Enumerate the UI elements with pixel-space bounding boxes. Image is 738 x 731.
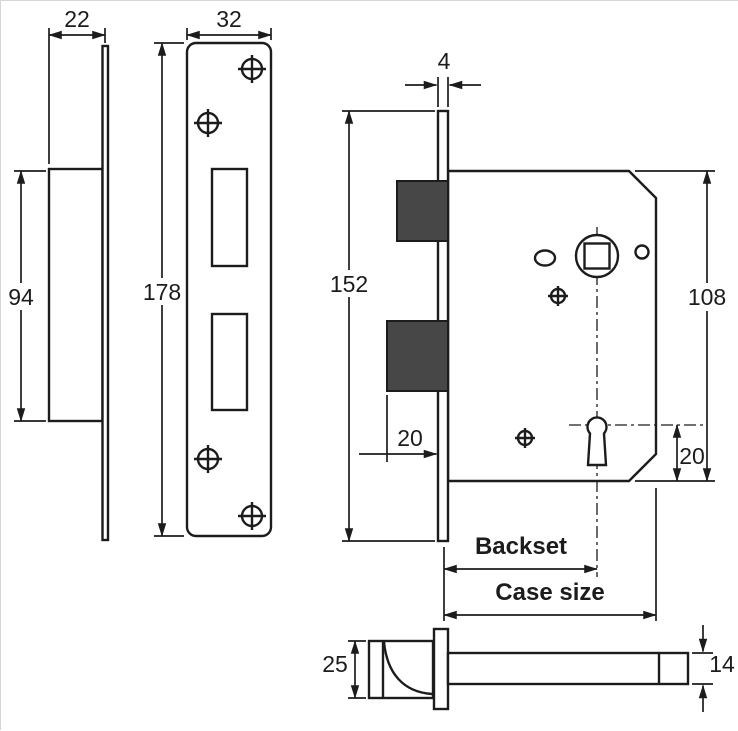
strike-plate-face: [185, 41, 273, 538]
dim-94-text-bg: [6, 283, 36, 310]
fixing-hole: [634, 244, 650, 260]
strike-plate-edge: [101, 44, 110, 542]
dead-bolt: [386, 320, 449, 392]
dim-20-throw-text: 20: [397, 425, 423, 451]
screw-hole-symbol: [194, 445, 222, 473]
screw-hole-symbol: [515, 428, 535, 448]
dim-178-text: 178: [143, 279, 181, 305]
lock-case-view: 4 152 20 108 20 Backset Case size: [326, 48, 730, 621]
case-size-label: Case size: [495, 579, 604, 606]
bolt-shaft: [446, 651, 690, 686]
dim-152-text: 152: [330, 271, 368, 297]
bolt-faceplate-section: [432, 627, 450, 711]
spindle-square-hole: [583, 242, 611, 270]
dim-108-text: 108: [688, 284, 726, 310]
screw-hole-symbol: [548, 286, 568, 306]
latch-aperture: [210, 167, 249, 268]
strike-dust-box: [47, 167, 104, 423]
dim-20-bottom-text: 20: [679, 443, 705, 469]
dim-4-text: 4: [438, 48, 451, 74]
bolt-bottom-view: 25 14: [322, 625, 735, 712]
bolt-head-curve: [382, 641, 433, 696]
bolt-head: [367, 639, 435, 700]
dim-14-text: 14: [709, 651, 735, 677]
latch-bolt: [396, 180, 449, 242]
dim-94-text: 94: [8, 284, 34, 310]
oval-slot: [533, 249, 557, 267]
screw-hole-symbol: [238, 502, 266, 530]
dim-108-text-bg: [684, 283, 730, 311]
dim-178-text-bg: [140, 278, 184, 305]
dim-25-text: 25: [322, 651, 348, 677]
bolt-aperture: [210, 312, 249, 412]
dim-152-text-bg: [326, 270, 372, 297]
dim-22-text: 22: [64, 6, 90, 32]
backset-label: Backset: [475, 533, 567, 560]
lock-case-body: [446, 169, 658, 483]
dim-32-text: 32: [216, 6, 242, 32]
keyhole-symbol: [586, 416, 608, 467]
strike-plate-side-view: 22 94: [6, 6, 110, 542]
strike-plate-front-view: 32 178: [140, 6, 273, 538]
screw-hole-symbol: [194, 109, 222, 137]
screw-hole-symbol: [238, 55, 266, 83]
